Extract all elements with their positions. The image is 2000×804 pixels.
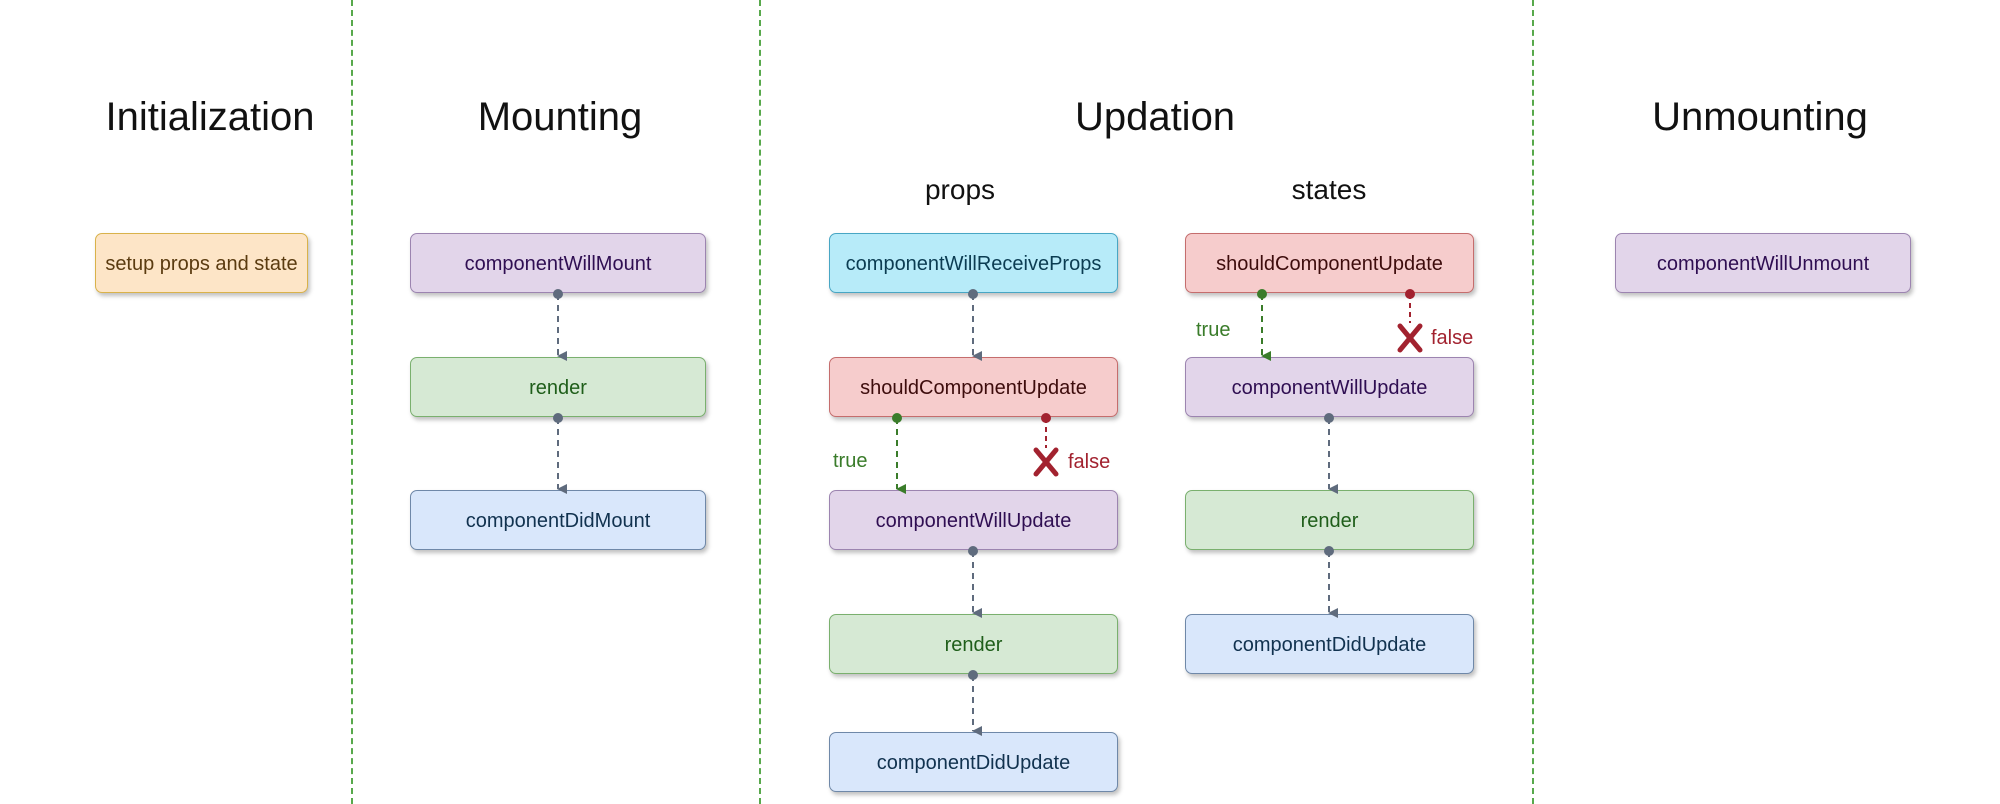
arrow-mount-will-to-render [553, 289, 567, 361]
arrow-props-render-to-did [968, 670, 982, 736]
phase-title-initialization: Initialization [105, 95, 315, 139]
props-false-label: false [1068, 451, 1111, 473]
phase-title-unmounting: Unmounting [1652, 95, 1868, 139]
node-states-component-did-update: componentDidUpdate [1185, 614, 1474, 674]
node-mount-component-will-mount: componentWillMount [410, 233, 706, 293]
node-mount-component-did-mount: componentDidMount [410, 490, 706, 550]
arrow-props-receive-to-should [968, 289, 982, 361]
node-unmount-component-will-unmount: componentWillUnmount [1615, 233, 1911, 293]
node-props-render: render [829, 614, 1118, 674]
phase-title-updation: Updation [1074, 95, 1236, 139]
phase-title-mounting: Mounting [477, 95, 643, 139]
false-cross-icon [1397, 323, 1423, 353]
arrow-states-will-to-render [1324, 413, 1338, 494]
props-true-label: true [833, 450, 868, 472]
arrow-mount-render-to-did [553, 413, 567, 494]
divider-1 [351, 0, 353, 804]
node-props-component-will-update: componentWillUpdate [829, 490, 1118, 550]
node-props-component-did-update: componentDidUpdate [829, 732, 1118, 792]
node-setup-props-and-state: setup props and state [95, 233, 308, 293]
arrow-states-should-true [1257, 289, 1271, 361]
node-props-should-component-update: shouldComponentUpdate [829, 357, 1118, 417]
arrow-states-render-to-did [1324, 546, 1338, 618]
arrow-props-should-false [1041, 413, 1051, 448]
states-false-label: false [1431, 327, 1474, 349]
divider-3 [1532, 0, 1534, 804]
states-true-label: true [1196, 319, 1231, 341]
node-states-should-component-update: shouldComponentUpdate [1185, 233, 1474, 293]
node-mount-render: render [410, 357, 706, 417]
false-cross-icon [1033, 447, 1059, 477]
subtitle-props: props [924, 174, 996, 205]
arrow-props-should-true [892, 413, 906, 494]
arrow-props-will-to-render [968, 546, 982, 618]
node-states-component-will-update: componentWillUpdate [1185, 357, 1474, 417]
node-props-component-will-receive-props: componentWillReceiveProps [829, 233, 1118, 293]
subtitle-states: states [1291, 174, 1367, 205]
divider-2 [759, 0, 761, 804]
node-states-render: render [1185, 490, 1474, 550]
arrow-states-should-false [1405, 289, 1415, 323]
